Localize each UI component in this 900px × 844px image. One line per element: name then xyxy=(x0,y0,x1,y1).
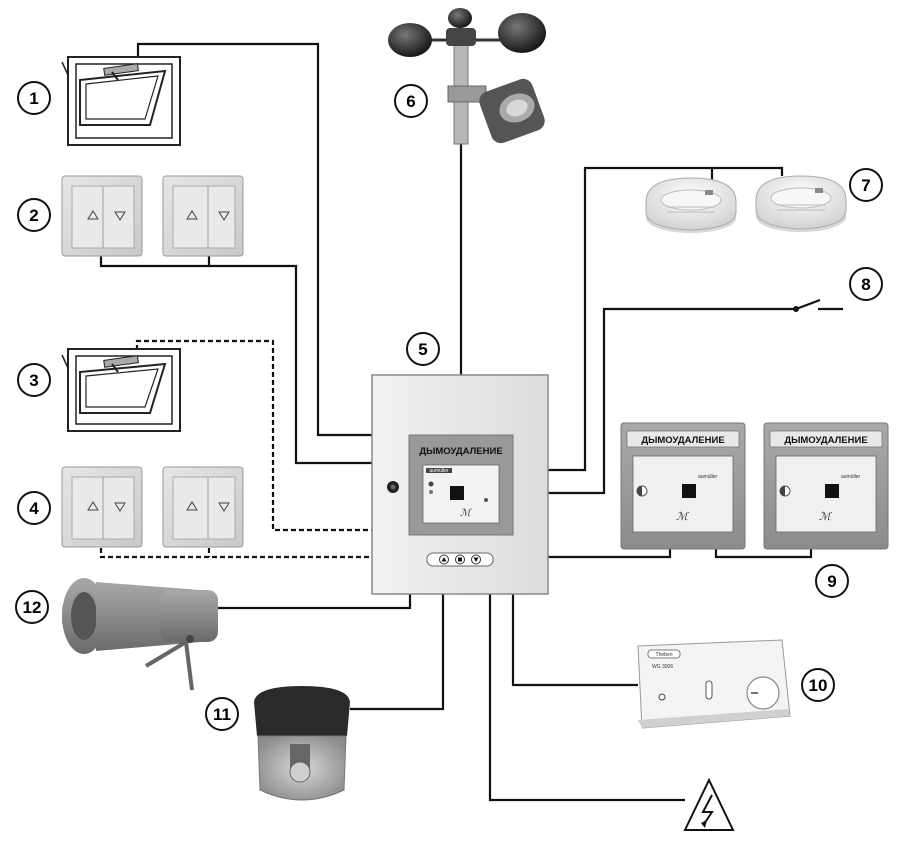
wire-callpoint-9-link xyxy=(714,547,813,559)
wire-switches-2 xyxy=(99,256,372,465)
badge-12: 12 xyxy=(15,590,49,624)
wire-smoke-7 xyxy=(548,166,714,472)
number-badges: 1 2 3 4 5 6 7 8 xyxy=(15,81,883,731)
contact-8-pivot xyxy=(793,306,799,312)
wiring xyxy=(99,42,843,802)
badge-10: 10 xyxy=(801,668,835,702)
wire-contact-8 xyxy=(548,307,796,495)
thermostat-brand: Theben xyxy=(656,652,673,658)
wire-thermostat-10 xyxy=(511,594,638,687)
call-point-1-brand: aumüller xyxy=(698,474,718,480)
thermostat-model: WG 3006 xyxy=(652,664,673,670)
smoke-detector-icon xyxy=(645,177,737,233)
smoke-detector-icon xyxy=(755,175,847,232)
badge-1-label: 1 xyxy=(29,89,38,108)
badge-10-label: 10 xyxy=(809,676,828,695)
badge-2: 2 xyxy=(17,198,51,232)
control-panel-brand: aumüller xyxy=(429,468,449,474)
up-down-switch-icon xyxy=(61,175,143,257)
call-point-2-label: ДЫМОУДАЛЕНИЕ xyxy=(784,435,867,446)
badge-4-label: 4 xyxy=(29,499,39,518)
window-actuator-icon xyxy=(61,348,181,432)
control-panel: ДЫМОУДАЛЕНИЕ aumüller ℳ xyxy=(371,374,549,595)
badge-6: 6 xyxy=(394,84,428,118)
room-thermostat-icon: Theben WG 3006 xyxy=(637,639,791,729)
badge-5-label: 5 xyxy=(418,340,427,359)
window-actuator-icon xyxy=(61,56,181,146)
badge-9-label: 9 xyxy=(827,572,836,591)
call-point-1-label: ДЫМОУДАЛЕНИЕ xyxy=(641,435,724,446)
badge-11-label: 11 xyxy=(213,705,231,724)
contact-8-blade xyxy=(795,298,821,311)
wire-power xyxy=(488,594,685,802)
svg-text:ℳ: ℳ xyxy=(676,510,690,523)
control-panel-label: ДЫМОУДАЛЕНИЕ xyxy=(419,446,502,457)
svg-text:ℳ: ℳ xyxy=(819,510,833,523)
wire-window-1 xyxy=(136,42,372,437)
horn-siren-icon xyxy=(62,578,218,691)
badge-3: 3 xyxy=(17,363,51,397)
up-down-switch-icon xyxy=(61,466,143,548)
badge-7: 7 xyxy=(849,168,883,202)
badge-2-label: 2 xyxy=(29,206,38,225)
high-voltage-icon xyxy=(683,777,735,831)
badge-3-label: 3 xyxy=(29,371,38,390)
up-down-switch-icon xyxy=(162,466,244,548)
badge-6-label: 6 xyxy=(406,92,415,111)
wire-lamp-11 xyxy=(350,594,445,711)
svg-text:ℳ: ℳ xyxy=(460,508,472,519)
manual-call-point-icon: ДЫМОУДАЛЕНИЕ aumüller ℳ xyxy=(620,422,746,550)
warning-lamp-icon xyxy=(254,686,350,801)
call-point-2-brand: aumüller xyxy=(841,474,861,480)
wire-siren-12 xyxy=(218,594,412,610)
panel-buttons xyxy=(426,552,494,567)
badge-11: 11 xyxy=(205,697,239,731)
badge-1: 1 xyxy=(17,81,51,115)
manual-call-point-icon: ДЫМОУДАЛЕНИЕ aumüller ℳ xyxy=(763,422,889,550)
badge-8-label: 8 xyxy=(861,275,870,294)
badge-8: 8 xyxy=(849,267,883,301)
wire-callpoint-9 xyxy=(548,547,672,559)
wire-window-3 xyxy=(135,339,372,532)
wind-rain-sensor-icon xyxy=(388,8,546,145)
badge-7-label: 7 xyxy=(861,176,870,195)
badge-5: 5 xyxy=(406,332,440,366)
badge-12-label: 12 xyxy=(23,598,42,617)
wire-switches-4 xyxy=(99,548,372,559)
wire-smoke-7-link xyxy=(712,166,784,176)
badge-4: 4 xyxy=(17,491,51,525)
badge-9: 9 xyxy=(815,564,849,598)
up-down-switch-icon xyxy=(162,175,244,257)
